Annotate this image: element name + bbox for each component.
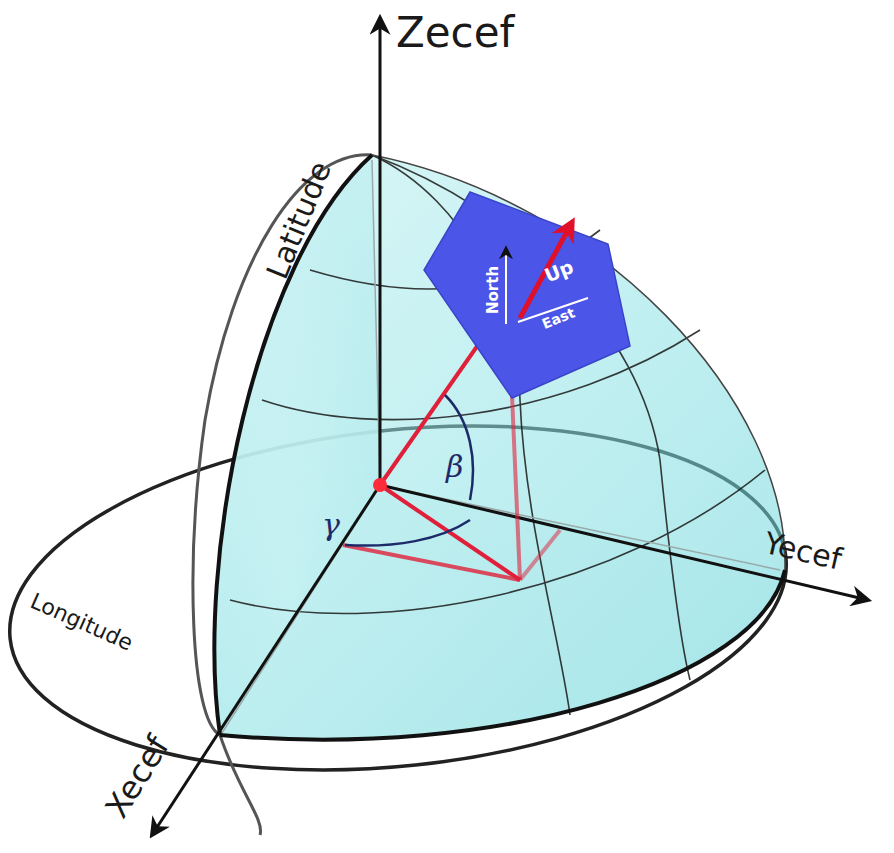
plane-shape [418,186,638,406]
enu-plane: NorthEastUp [418,186,638,406]
north-arrow [505,248,507,324]
equator-front [220,570,785,740]
axis-label: Zecef [396,12,514,54]
sphere-octant [214,155,785,740]
beta-arc [445,395,473,500]
angle-label: γ [322,510,340,540]
angle-label: β [446,452,463,482]
enu-axis-label: North [486,266,501,314]
axis-label: Xecef [100,731,174,823]
meridian-front [214,155,372,735]
gamma-arc [345,520,470,546]
ecef-axes [152,18,868,835]
ring-label: Longitude [27,590,136,655]
origin-dot [373,478,387,492]
plane-fill [424,192,630,398]
yz-edge [372,155,785,570]
